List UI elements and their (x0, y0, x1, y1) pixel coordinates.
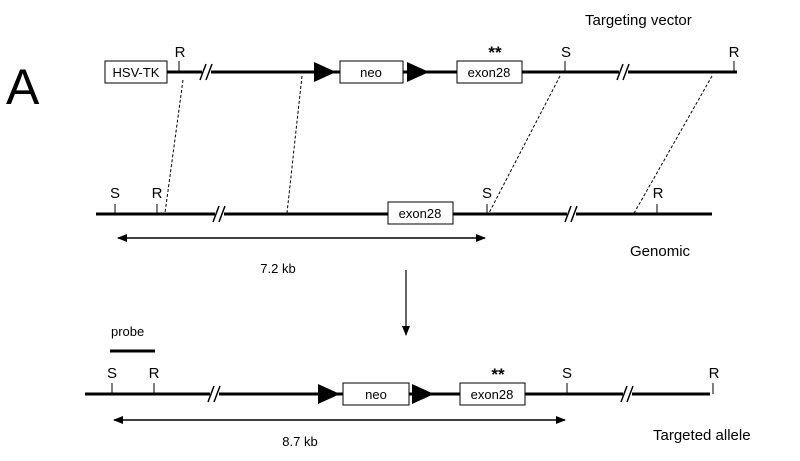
ecori-site: R (653, 185, 664, 214)
loxp-arrow (407, 62, 429, 82)
svg-text:S: S (562, 365, 572, 382)
break-mark (199, 63, 213, 81)
loxp-arrow (412, 384, 434, 404)
sali-site: S (107, 365, 117, 394)
exon28-label: exon28 (399, 206, 442, 221)
ecori-site: R (709, 365, 720, 394)
mutation-marker: ** (491, 365, 505, 384)
hsv-tk-box (104, 60, 168, 84)
exon28-label: exon28 (471, 387, 514, 402)
genomic-locus: exon28 S R S R 7.2 kb Genomic (96, 185, 712, 276)
svg-text:R: R (653, 185, 664, 202)
exon28-box (456, 60, 523, 84)
svg-text:S: S (110, 185, 120, 202)
svg-text:R: R (175, 44, 186, 61)
sali-site: S (110, 185, 120, 214)
break-mark (616, 63, 630, 81)
loxp-arrow (318, 384, 340, 404)
exon28-box (387, 201, 454, 225)
distance-label: 7.2 kb (260, 261, 295, 276)
homology-line (632, 75, 713, 216)
exon28-box (459, 382, 526, 406)
exon28-label: exon28 (468, 65, 511, 80)
sali-site: S (561, 44, 571, 72)
break-mark (564, 205, 578, 223)
neo-box (339, 60, 404, 84)
svg-text:R: R (152, 185, 163, 202)
svg-text:R: R (729, 44, 740, 61)
ecori-site: R (175, 44, 186, 72)
sali-site: S (562, 365, 572, 394)
ecori-site: R (729, 44, 740, 72)
ecori-site: R (149, 365, 160, 394)
homology-line (164, 79, 184, 214)
break-mark (207, 385, 221, 403)
homology-lines (164, 75, 713, 216)
genomic-label: Genomic (630, 243, 691, 260)
homology-line (286, 75, 303, 214)
svg-text:S: S (107, 365, 117, 382)
svg-text:R: R (709, 365, 720, 382)
mutation-marker: ** (488, 43, 502, 62)
neo-box (342, 382, 410, 406)
panel-label: A (6, 59, 40, 115)
sali-site: S (482, 185, 492, 214)
hsv-tk-label: HSV-TK (113, 65, 160, 80)
targeting-vector: Targeting vector HSV-TK neo exon28 ** R … (104, 12, 740, 84)
break-mark (620, 385, 634, 403)
targeted-allele-label: Targeted allele (653, 427, 751, 444)
neo-label: neo (360, 65, 382, 80)
homology-line (488, 75, 561, 214)
targeted-allele: probe neo exon28 ** S R S (85, 324, 751, 449)
svg-text:R: R (149, 365, 160, 382)
neo-label: neo (365, 387, 387, 402)
break-mark (212, 205, 226, 223)
targeting-vector-label: Targeting vector (585, 12, 692, 29)
ecori-site: R (152, 185, 163, 214)
svg-text:S: S (561, 44, 571, 61)
svg-text:S: S (482, 185, 492, 202)
probe-label: probe (111, 324, 144, 339)
loxp-arrow (314, 62, 336, 82)
distance-label: 8.7 kb (282, 434, 317, 449)
